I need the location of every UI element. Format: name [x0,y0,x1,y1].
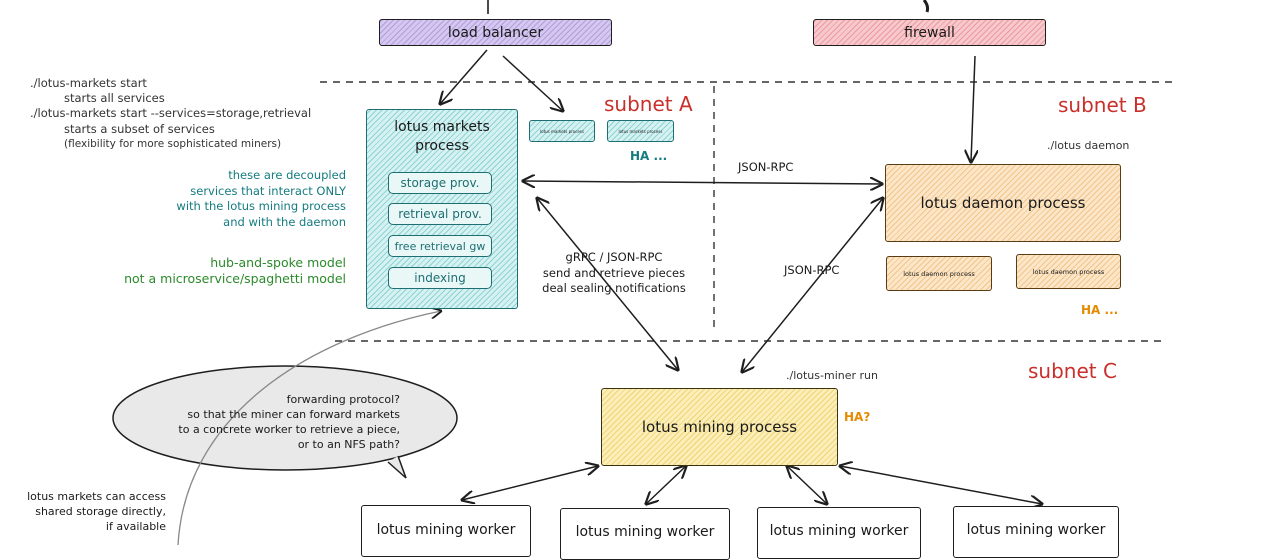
mining-worker-2[interactable]: lotus mining worker [560,508,730,560]
cli-line-4: starts a subset of services [64,122,215,136]
mining-process-box[interactable]: lotus mining process [601,388,838,466]
mining-worker-3-label: lotus mining worker [769,523,909,539]
fw-incoming-mark [922,0,930,13]
subnet-a-label: subnet A [604,92,693,116]
markets-ha-label: HA ... [630,149,668,163]
mining-worker-1-label: lotus mining worker [376,522,516,538]
markets-process-title: lotus markets process [394,119,490,154]
hub-spoke-note: hub-and-spoke model not a microservice/s… [124,255,346,286]
markets-replica-2-label: lotus markets process [618,128,663,134]
decoupled-note: these are decoupled services that intera… [176,168,346,229]
connector-layer [112,0,1175,545]
firewall-label: firewall [904,24,955,41]
daemon-replica-2[interactable]: lotus daemon process [1016,254,1121,289]
daemon-ha-label: HA ... [1081,303,1119,317]
markets-process-box[interactable]: lotus markets process storage prov. retr… [366,109,518,309]
service-storage-prov[interactable]: storage prov. [388,172,492,194]
daemon-replica-1[interactable]: lotus daemon process [886,256,992,291]
service-retrieval-prov[interactable]: retrieval prov. [388,203,492,225]
mining-worker-1[interactable]: lotus mining worker [361,505,531,557]
mining-process-title: lotus mining process [641,418,798,436]
daemon-replica-1-label: lotus daemon process [903,269,975,278]
arrow-miner-worker-2 [646,466,686,504]
markets-replica-1-label: lotus markets process [540,128,584,134]
arrow-lb-replica [502,55,563,111]
cli-line-5: (flexibility for more sophisticated mine… [64,138,282,150]
mining-worker-4[interactable]: lotus mining worker [953,506,1119,558]
mining-worker-3[interactable]: lotus mining worker [757,507,921,559]
forwarding-bubble-text: forwarding protocol? so that the miner c… [178,393,400,451]
subnet-b-label: subnet B [1058,93,1147,117]
load-balancer-box[interactable]: load balancer [379,19,612,46]
speech-bubble-tail [387,455,407,479]
arrow-miner-worker-1 [462,466,598,500]
miner-ha-label: HA? [844,410,871,424]
json-rpc-side-label: JSON-RPC [784,263,840,277]
markets-replica-2[interactable]: lotus markets process [607,120,674,142]
arrow-miner-worker-3 [787,466,827,504]
service-free-retrieval-gw[interactable]: free retrieval gw [388,235,492,257]
mining-worker-2-label: lotus mining worker [575,524,715,540]
daemon-replica-2-label: lotus daemon process [1032,267,1105,276]
cli-line-3: ./lotus-markets start --services=storage… [30,106,312,120]
curve-storage-markets [177,311,441,545]
load-balancer-label: load balancer [447,24,544,41]
arrow-daemon-miner [742,198,883,372]
arrow-lb-markets [440,49,488,104]
arrow-miner-worker-4 [840,466,1042,504]
service-indexing[interactable]: indexing [388,267,492,289]
arrow-markets-daemon [523,181,882,184]
arrow-fw-daemon [971,55,975,162]
daemon-cmd: ./lotus daemon [1047,139,1130,152]
json-rpc-top-label: JSON-RPC [738,160,794,174]
arrow-markets-miner [537,198,678,370]
mining-worker-4-label: lotus mining worker [966,522,1106,538]
grpc-label: gRPC / JSON-RPC send and retrieve pieces… [542,250,686,295]
miner-cmd: ./lotus-miner run [786,369,878,382]
daemon-process-title: lotus daemon process [920,194,1086,212]
markets-replica-1[interactable]: lotus markets process [529,120,595,142]
subnet-c-label: subnet C [1028,359,1117,383]
daemon-process-box[interactable]: lotus daemon process [885,164,1121,242]
shared-storage-note: lotus markets can access shared storage … [27,490,166,533]
speech-bubble-shape [112,365,458,471]
cli-line-1: ./lotus-markets start [30,76,147,90]
firewall-box[interactable]: firewall [813,19,1046,46]
cli-line-2: starts all services [64,91,165,105]
